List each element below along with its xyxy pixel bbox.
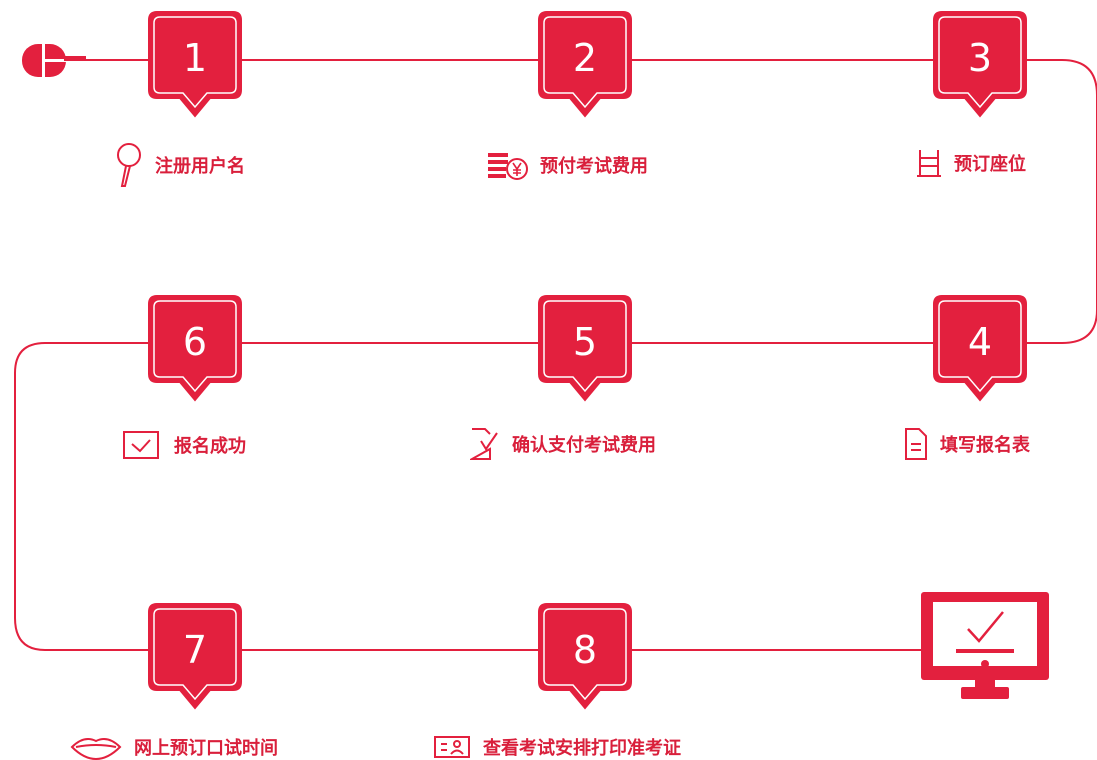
coins-yen-icon [486,150,528,180]
signed-document-icon [470,427,500,461]
mouse-icon [22,44,86,77]
step-marker-2: 2 [537,10,633,122]
step-number: 3 [967,36,993,80]
step-label-3: 预订座位 [916,148,1026,178]
step-number: 7 [182,628,208,672]
step-label-4: 填写报名表 [904,427,1030,461]
step-label-text: 查看考试安排打印准考证 [483,738,681,759]
monitor-check-icon [921,592,1049,699]
step-number: 8 [572,628,598,672]
step-label-text: 预付考试费用 [540,156,648,177]
id-card-icon [433,735,471,759]
step-marker-7: 7 [147,602,243,714]
step-label-6: 报名成功 [122,430,246,460]
step-label-1: 注册用户名 [113,142,245,188]
lips-icon [70,734,122,760]
step-number: 4 [967,320,993,364]
step-number: 5 [572,320,598,364]
step-label-text: 网上预订口试时间 [134,738,278,759]
document-icon [904,427,928,461]
step-marker-6: 6 [147,294,243,406]
checkbox-icon [122,430,162,460]
step-marker-1: 1 [147,10,243,122]
step-label-text: 确认支付考试费用 [512,435,656,456]
step-label-text: 注册用户名 [155,156,245,177]
magnifier-icon [113,142,143,188]
step-label-2: 预付考试费用 [486,150,648,180]
seat-icon [916,148,942,178]
step-label-7: 网上预订口试时间 [70,734,278,760]
step-number: 6 [182,320,208,364]
step-marker-8: 8 [537,602,633,714]
step-label-text: 填写报名表 [940,435,1030,456]
step-label-5: 确认支付考试费用 [470,427,656,461]
step-label-8: 查看考试安排打印准考证 [433,734,681,760]
step-marker-3: 3 [932,10,1028,122]
step-marker-4: 4 [932,294,1028,406]
step-number: 2 [572,36,598,80]
step-marker-5: 5 [537,294,633,406]
step-number: 1 [182,36,208,80]
step-label-text: 报名成功 [174,436,246,457]
step-label-text: 预订座位 [954,154,1026,175]
